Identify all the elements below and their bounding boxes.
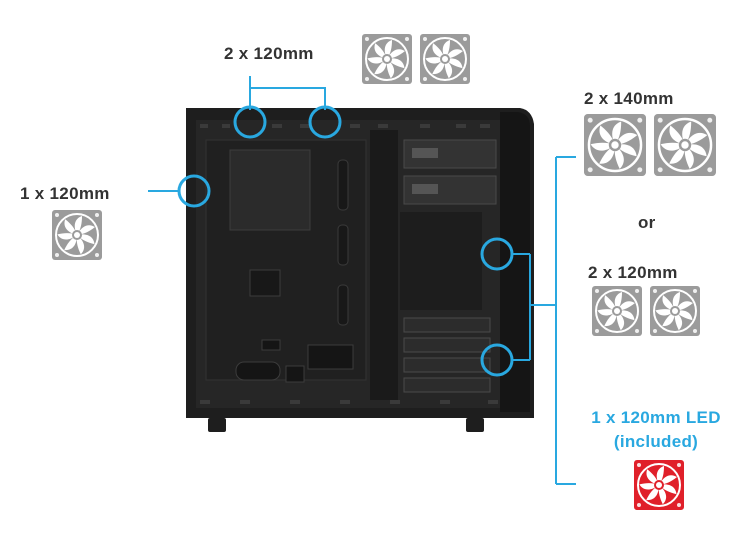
rear-fan-label: 1 x 120mm [20, 184, 110, 203]
front-fans-callout [480, 156, 576, 485]
fan-icon [592, 286, 642, 336]
fan-icon [654, 114, 716, 176]
rear-fan-callout [148, 174, 211, 208]
front-140-label: 2 x 140mm [584, 89, 674, 108]
fan-icon [584, 114, 646, 176]
top-fans-label: 2 x 120mm [224, 44, 314, 63]
fan-icon [52, 210, 102, 260]
fan-icon [420, 34, 470, 84]
fan-icon [362, 34, 412, 84]
top-fans-callout [233, 87, 342, 139]
pc-case [186, 108, 534, 432]
front-120-label: 2 x 120mm [588, 263, 678, 282]
or-label: or [638, 213, 656, 232]
fan-icon [650, 286, 700, 336]
led-fan-label: 1 x 120mm LED [591, 408, 721, 427]
led-fan-included-label: (included) [613, 432, 699, 451]
led-fan-icon [634, 460, 684, 510]
